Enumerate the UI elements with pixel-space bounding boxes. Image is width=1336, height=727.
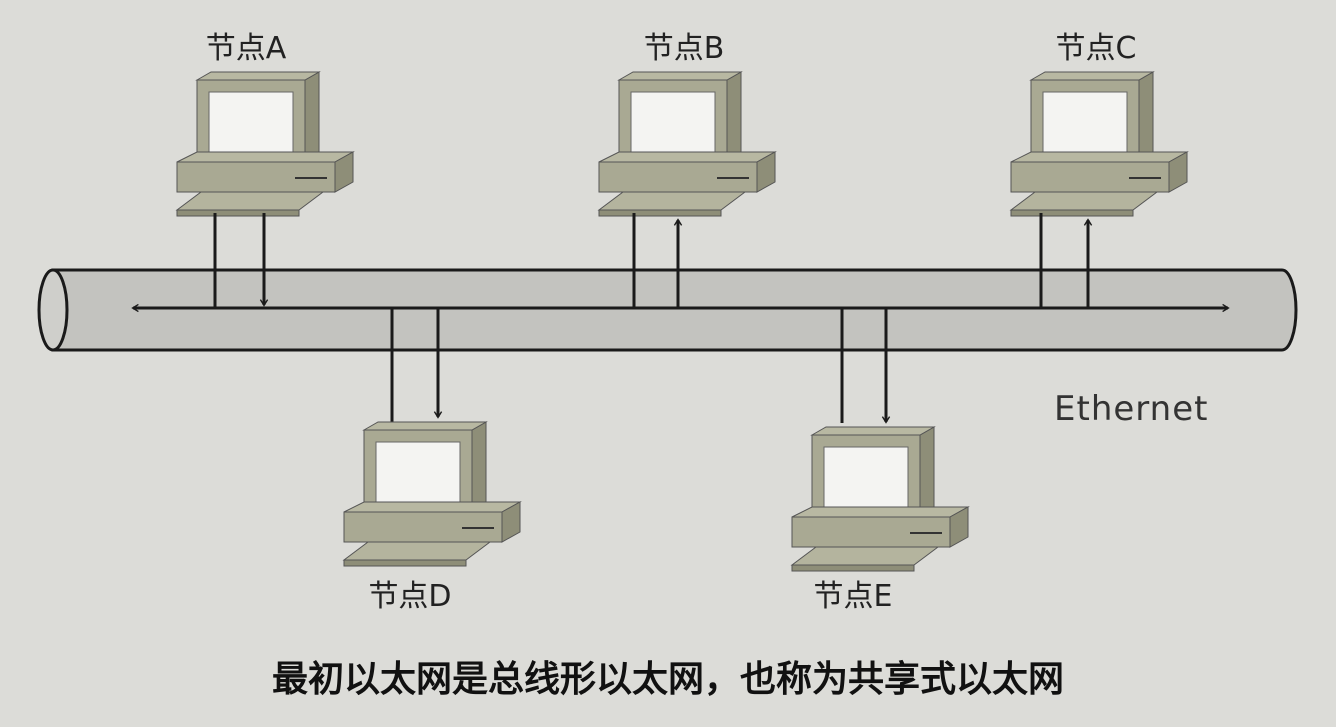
caption: 最初以太网是总线形以太网，也称为共享式以太网: [271, 659, 1064, 700]
computer-icon: [343, 421, 521, 567]
computer-icon: [791, 426, 969, 572]
node-d: 节点D: [343, 308, 521, 614]
ethernet-label: Ethernet: [1054, 389, 1208, 429]
node-label: 节点B: [644, 31, 725, 66]
computer-icon: [598, 71, 776, 217]
ethernet-bus-cable: [37, 268, 1298, 352]
node-label: 节点E: [814, 579, 893, 614]
node-label: 节点A: [206, 31, 287, 66]
computer-icon: [176, 71, 354, 217]
node-label: 节点C: [1056, 31, 1137, 66]
node-c: 节点C: [1010, 31, 1188, 308]
node-b: 节点B: [598, 31, 776, 308]
node-e: 节点E: [791, 308, 969, 614]
computer-icon: [1010, 71, 1188, 217]
node-label: 节点D: [368, 579, 451, 614]
node-a: 节点A: [176, 31, 354, 308]
